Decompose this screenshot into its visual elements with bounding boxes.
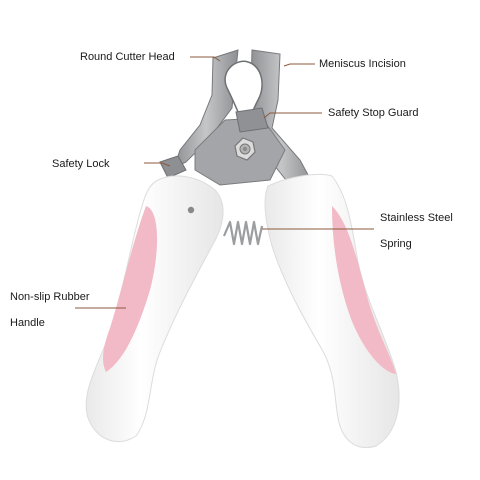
label-non-slip-line2: Handle	[10, 317, 45, 329]
safety-lock-shape	[159, 155, 187, 179]
right-handle-grip	[332, 206, 396, 374]
label-meniscus-incision: Meniscus Incision	[319, 58, 406, 70]
label-stainless-steel-line1: Stainless Steel	[380, 212, 453, 224]
left-handle	[85, 175, 224, 443]
leader-round-cutter-head	[190, 56, 221, 62]
safety-stop-guard-shape	[235, 107, 269, 133]
lock-rivet	[187, 206, 195, 214]
leader-lines	[75, 56, 374, 309]
label-safety-stop-guard: Safety Stop Guard	[328, 107, 419, 119]
right-handle	[264, 173, 400, 448]
label-safety-lock: Safety Lock	[52, 158, 110, 170]
label-non-slip-line1: Non-slip Rubber	[10, 291, 90, 303]
spring	[222, 220, 264, 246]
label-stainless-steel-spring: Stainless Steel Spring	[380, 205, 453, 257]
left-handle-grip	[103, 206, 158, 372]
leader-safety-stop-guard	[263, 112, 322, 119]
label-stainless-steel-line2: Spring	[380, 238, 412, 250]
leader-safety-lock	[144, 162, 171, 167]
label-round-cutter-head: Round Cutter Head	[80, 51, 175, 63]
leader-meniscus-incision	[283, 63, 315, 67]
label-non-slip-rubber-handle: Non-slip Rubber Handle	[10, 284, 89, 336]
